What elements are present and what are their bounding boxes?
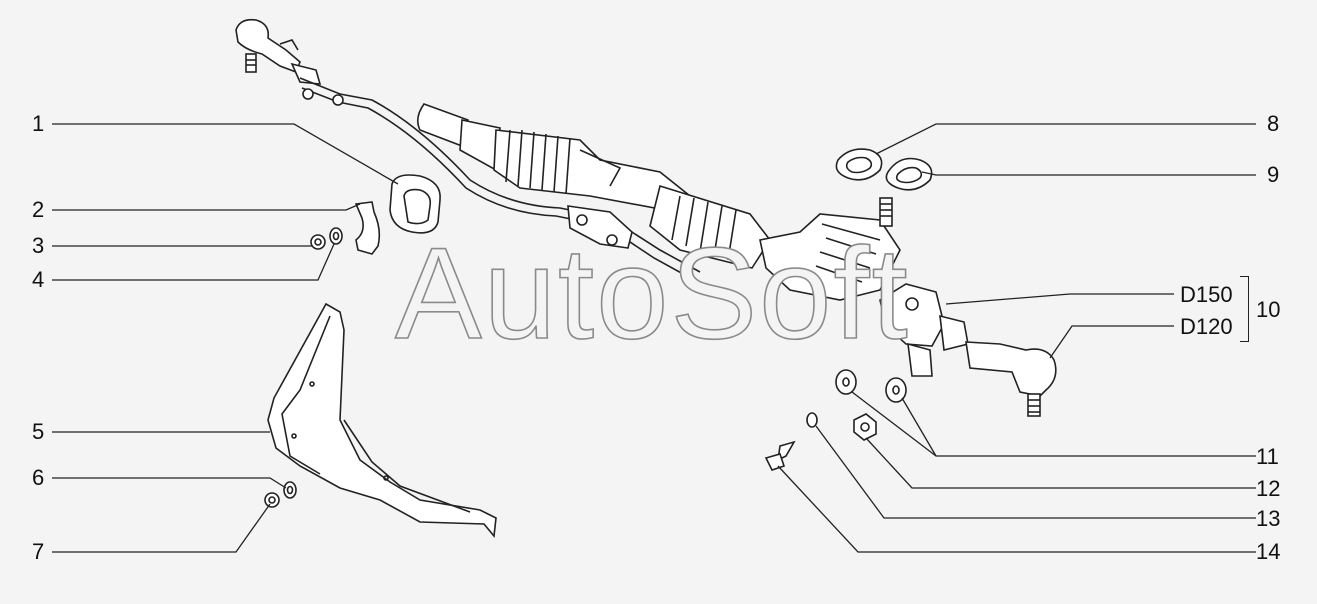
callout-9: 9 <box>1267 162 1280 187</box>
nut-12 <box>853 413 877 441</box>
left-tie-rod-end <box>235 18 322 85</box>
callout-3: 3 <box>32 233 45 258</box>
washer-11b <box>885 377 907 403</box>
callout-10-bracket <box>1240 276 1249 342</box>
washer-4 <box>329 227 343 245</box>
washer-6 <box>283 481 297 499</box>
callout-14: 14 <box>1256 539 1281 564</box>
left-tie-rod <box>299 77 701 281</box>
bushing <box>389 174 441 234</box>
nut-3 <box>310 234 326 250</box>
callout-7: 7 <box>32 539 45 564</box>
mounting-bracket <box>354 201 381 255</box>
callout-1: 1 <box>32 111 45 136</box>
bolt-14 <box>764 440 796 471</box>
callout-2: 2 <box>32 197 45 222</box>
callout-d120: D120 <box>1180 314 1233 339</box>
heat-shield <box>267 302 497 538</box>
lock-washer-13 <box>806 412 818 428</box>
callout-d150: D150 <box>1180 282 1233 307</box>
callout-13: 13 <box>1256 506 1281 531</box>
callout-6: 6 <box>32 465 45 490</box>
steering-rack-housing <box>416 103 969 377</box>
right-tie-rod-end <box>965 341 1057 417</box>
callout-8: 8 <box>1267 111 1280 136</box>
seal-9 <box>885 157 933 191</box>
watermark: AutoSoft <box>394 220 910 366</box>
callout-12: 12 <box>1256 476 1281 501</box>
left-bellows <box>505 129 571 195</box>
callout-5: 5 <box>32 419 45 444</box>
callout-10: 10 <box>1256 297 1281 322</box>
callout-4: 4 <box>32 267 45 292</box>
nut-7 <box>264 492 280 508</box>
callout-11: 11 <box>1256 444 1279 469</box>
washer-11a <box>835 369 857 395</box>
leader-lines <box>52 123 1256 553</box>
right-bellows <box>671 195 737 261</box>
seal-8 <box>835 148 883 181</box>
